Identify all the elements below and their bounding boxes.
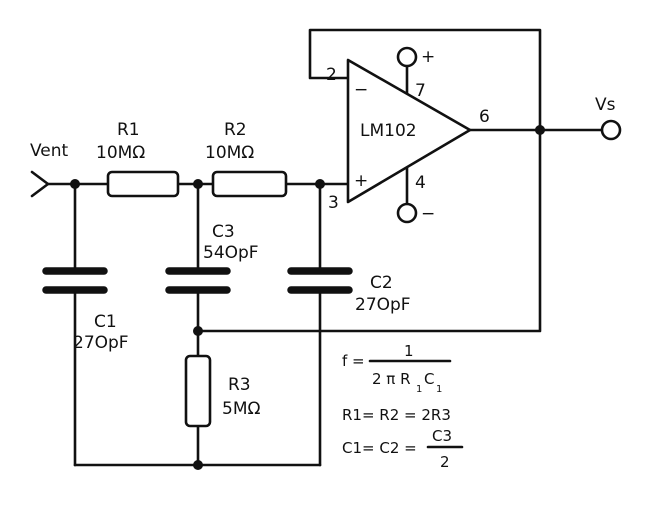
c3-value: 54OpF xyxy=(203,243,259,263)
resistor-r3 xyxy=(184,354,212,428)
opamp-minus-sign: − xyxy=(354,80,368,100)
formula-c-denominator: 2 xyxy=(440,453,450,471)
output-terminal xyxy=(600,119,622,141)
formula-c-lhs: C1= C2 = xyxy=(342,439,417,457)
input-terminal-arrow xyxy=(30,170,50,198)
junction-dot xyxy=(315,179,325,189)
resistor-r1 xyxy=(106,170,180,198)
formula-f-denominator: 2 π R xyxy=(372,370,411,388)
r1-value: 10MΩ xyxy=(96,143,145,163)
formula-f-sub2: 1 xyxy=(436,384,442,395)
supply-plus-label: + xyxy=(421,47,435,67)
junction-dot xyxy=(193,460,203,470)
r1-name: R1 xyxy=(117,120,140,140)
supply-plus-terminal xyxy=(396,46,418,68)
formula-f-c: C xyxy=(424,370,434,388)
pin7-label: 7 xyxy=(415,81,426,101)
capacitor-c2 xyxy=(287,267,353,294)
capacitor-c3 xyxy=(165,267,231,294)
c2-value: 27OpF xyxy=(355,295,411,315)
r3-name: R3 xyxy=(228,375,251,395)
input-label: Vent xyxy=(30,141,69,161)
junctions xyxy=(70,125,545,470)
c1-name: C1 xyxy=(94,312,117,332)
formula-resistor-ratio: R1= R2 = 2R3 xyxy=(342,406,451,424)
c3-name: C3 xyxy=(212,222,235,242)
feedback-wire xyxy=(196,128,542,333)
r3-value: 5MΩ xyxy=(222,399,260,419)
pin6-label: 6 xyxy=(479,107,490,127)
r2-value: 10MΩ xyxy=(205,143,254,163)
junction-dot xyxy=(535,125,545,135)
wires xyxy=(30,28,604,467)
formula-f-sub1: 1 xyxy=(416,384,422,395)
junction-dot xyxy=(193,179,203,189)
formula-f-numerator: 1 xyxy=(404,342,414,360)
formula-capacitor-ratio: C1= C2 = C3 2 xyxy=(342,427,464,471)
output-label: Vs xyxy=(595,95,616,115)
formula-frequency: f = 1 2 π R 1 C 1 xyxy=(342,342,452,395)
pin3-label: 3 xyxy=(328,193,339,213)
resistor-r2 xyxy=(211,170,288,198)
pin4-label: 4 xyxy=(415,173,426,193)
opamp-triangle xyxy=(346,58,472,204)
r2-name: R2 xyxy=(224,120,247,140)
c2-name: C2 xyxy=(370,273,393,293)
opamp-plus-sign: + xyxy=(354,171,368,191)
formula-f-lhs: f = xyxy=(342,352,365,370)
capacitor-c1 xyxy=(42,267,108,294)
junction-dot xyxy=(70,179,80,189)
c1-value: 27OpF xyxy=(73,333,129,353)
opamp-label: LM102 xyxy=(360,121,417,141)
supply-minus-terminal xyxy=(396,202,418,224)
formula-c-numerator: C3 xyxy=(432,427,452,445)
pin2-label: 2 xyxy=(326,65,337,85)
junction-dot xyxy=(193,326,203,336)
supply-minus-label: − xyxy=(421,204,435,224)
follower-loop-wire xyxy=(308,28,542,132)
